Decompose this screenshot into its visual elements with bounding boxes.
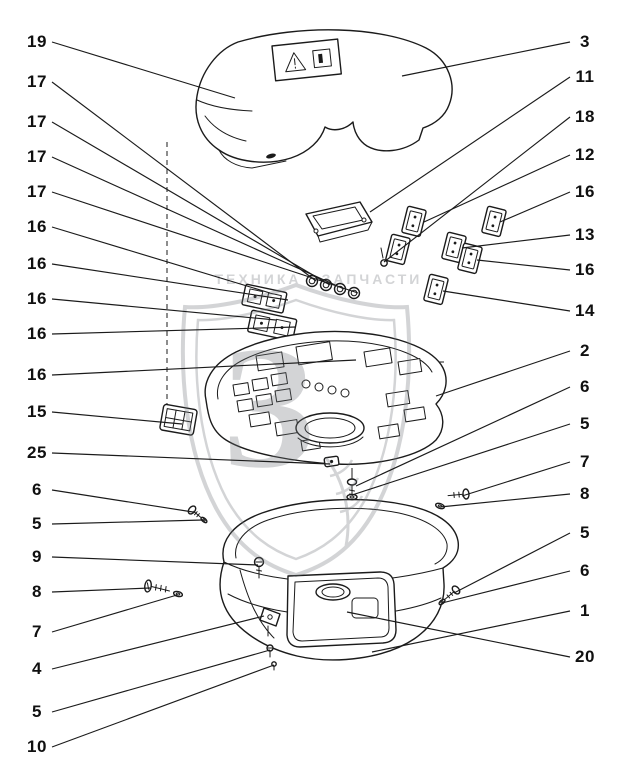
switch-block-part [241,283,288,314]
leader-line-5 [351,423,571,496]
rocker-switch-part [457,242,483,275]
leader-line-16 [476,259,571,271]
leader-line-5 [51,649,271,713]
rocker-switch-part [385,233,411,266]
rocker-switch-part [441,231,467,264]
leader-line-11 [369,76,571,213]
leader-line-10 [51,664,275,748]
harness-connector-part [159,403,198,436]
watermark-text-right: ЗАПЧАСТИ [322,271,423,287]
watermark-text-left: ТЕХНИКА [214,271,301,287]
pin-part [271,661,277,671]
warning-triangle-icon [285,52,307,73]
leader-line-1 [371,610,571,653]
warning-label [271,38,342,82]
bracket-part [259,607,281,637]
leader-line-16 [51,359,357,376]
display-unit-part [305,201,373,243]
leader-line-6 [355,386,571,487]
leader-line-7 [51,594,178,633]
leader-line-5 [453,532,571,594]
top-cover-part [195,29,453,169]
leader-line-6 [441,570,571,604]
leader-lines [51,41,571,748]
leader-line-16 [499,191,571,223]
leader-line-19 [51,41,236,99]
leader-line-13 [461,234,571,249]
screw-part [444,585,461,600]
leader-line-17 [51,191,359,294]
leader-line-9 [51,556,259,566]
washer-part [172,590,184,598]
screw-part [447,488,470,500]
leader-line-8 [51,587,151,593]
leader-line-16 [51,326,297,335]
leader-line-8 [439,493,571,508]
leader-line-17 [51,81,317,282]
leader-line-18 [383,116,571,263]
screw-part [144,579,171,593]
caution-box-icon [312,48,332,69]
screw-part [266,644,274,658]
leader-line-17 [51,121,331,286]
watermark: ТЕХНИКА ЗАПЧАСТИ З [180,271,423,578]
leader-line-16 [51,263,289,301]
leader-line-6 [51,489,194,513]
leader-line-15 [51,411,183,425]
leader-line-17 [51,156,345,290]
washer-part [200,516,208,524]
washer-part [434,502,446,510]
leader-line-14 [442,290,571,312]
leader-line-25 [51,452,331,465]
leader-line-2 [435,350,571,397]
leader-line-12 [423,154,571,223]
rocker-switch-part [401,205,427,238]
screw-part [253,556,265,579]
leader-line-3 [401,41,571,77]
leader-line-20 [346,611,571,658]
leader-line-5 [51,519,204,525]
leader-line-7 [461,461,571,497]
washer-part [346,493,358,501]
leader-line-16 [51,298,277,321]
leader-line-16 [51,226,271,294]
storage-tray-part [286,571,397,648]
leader-line-4 [51,615,265,670]
watermark-letter: З [222,310,314,504]
cover-slot [266,153,276,159]
rocker-switch-part [423,273,449,306]
rocker-switch-part [481,205,507,238]
lower-housing-part [219,498,460,661]
